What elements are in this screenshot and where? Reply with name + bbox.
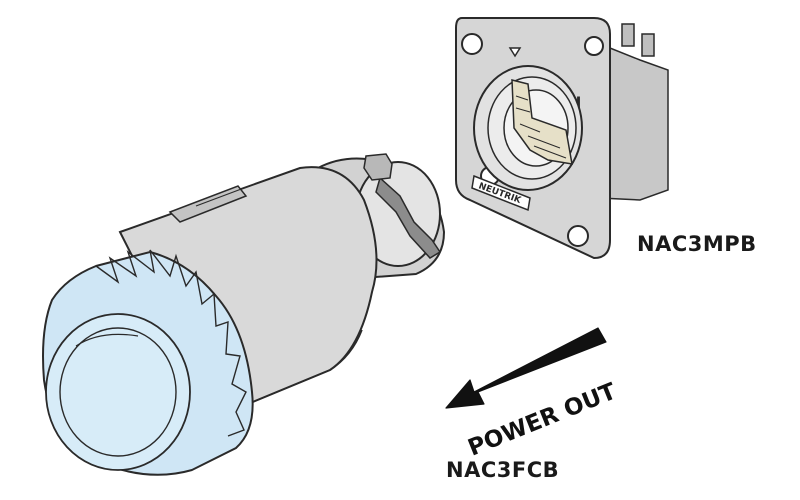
cap-grip-ridges	[95, 249, 247, 437]
panel-socket: N NEUTRIK	[455, 17, 669, 260]
mounting-hole	[584, 36, 604, 56]
cap-inner-rim	[59, 327, 177, 457]
arrow-left-down-icon	[445, 327, 607, 409]
cap-front-face	[45, 313, 191, 471]
socket-key-slot	[511, 79, 573, 165]
socket-model-label: NAC3MPB	[637, 232, 757, 256]
cable-plug	[42, 153, 446, 476]
power-out-arrow: POWER OUT	[445, 327, 621, 462]
plug-model-label: NAC3FCB	[446, 458, 560, 482]
plug-key-ridge	[375, 176, 442, 259]
brand-plate	[471, 174, 531, 212]
mounting-hole	[461, 33, 483, 55]
rear-tab	[641, 33, 655, 57]
power-out-label: POWER OUT	[465, 378, 621, 461]
plug-latch-tab	[363, 153, 393, 181]
mounting-hole	[567, 225, 589, 247]
rear-tab	[621, 23, 635, 47]
alignment-triangle-icon	[508, 47, 522, 58]
